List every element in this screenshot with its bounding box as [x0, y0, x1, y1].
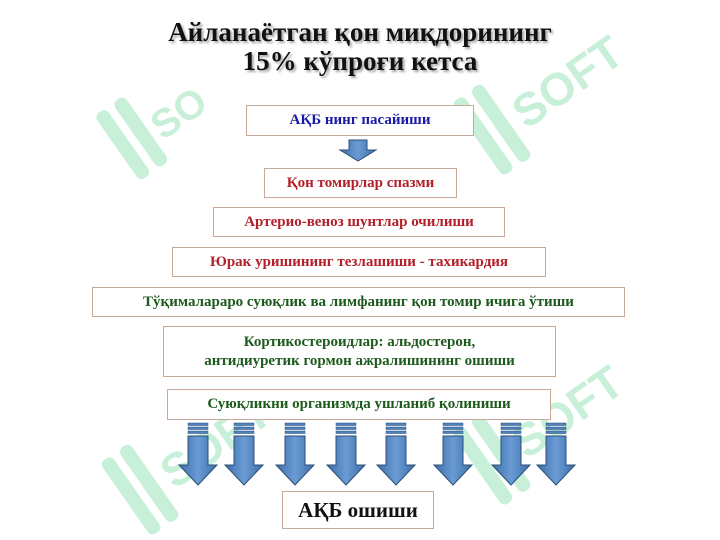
- slide-title: Айланаётган қон миқдорининг 15% кўпроғи …: [0, 18, 720, 76]
- box-hormones-line1: Кортикостероидлар: альдостерон,: [243, 333, 476, 350]
- down-arrow-icon: [177, 435, 219, 486]
- arrow-stripe: [385, 422, 407, 426]
- down-arrow-icon: [535, 435, 577, 486]
- arrow-stripe: [233, 426, 255, 430]
- arrow-stripe: [187, 426, 209, 430]
- down-arrow-icon: [274, 435, 316, 486]
- down-arrow-icon: [325, 435, 367, 486]
- box-bp-decrease: АҚБ нинг пасайиши: [246, 105, 474, 136]
- arrow-stripe: [442, 426, 464, 430]
- box-hormones-line2: антидиуретик гормон ажралишининг ошиши: [204, 352, 515, 369]
- down-arrow-icon: [375, 435, 417, 486]
- down-arrow-icon: [490, 435, 532, 486]
- arrow-stripe: [545, 426, 567, 430]
- arrow-stripe: [500, 430, 522, 434]
- arrow-stripe: [284, 430, 306, 434]
- arrow-stripe: [335, 422, 357, 426]
- box-av-shunts: Артерио-веноз шунтлар очилиши: [213, 207, 505, 237]
- arrow-stripe: [335, 430, 357, 434]
- box-fluid-shift: Тўқималараро суюқлик ва лимфанинг қон то…: [92, 287, 625, 317]
- arrow-stripe: [442, 422, 464, 426]
- box-tachycardia: Юрак уришининг тезлашиши - тахикардия: [172, 247, 546, 277]
- arrow-stripe: [500, 422, 522, 426]
- arrow-stripe: [545, 422, 567, 426]
- arrow-stripe: [335, 426, 357, 430]
- down-arrow-icon: [223, 435, 265, 486]
- arrow-stripe: [385, 430, 407, 434]
- slide-title-line1: Айланаётган қон миқдорининг: [168, 17, 552, 47]
- arrow-stripe: [442, 430, 464, 434]
- arrow-stripe: [187, 422, 209, 426]
- down-arrow-icon: [338, 139, 378, 162]
- arrow-stripe: [385, 426, 407, 430]
- arrow-stripe: [187, 430, 209, 434]
- arrow-stripe: [500, 426, 522, 430]
- arrow-stripe: [545, 430, 567, 434]
- arrow-stripe: [233, 430, 255, 434]
- arrow-stripe: [284, 422, 306, 426]
- slide-title-line2: 15% кўпроғи кетса: [242, 46, 478, 76]
- box-hormones: Кортикостероидлар: альдостерон, антидиур…: [163, 326, 556, 377]
- box-vessel-spasm: Қон томирлар спазми: [264, 168, 457, 198]
- arrow-stripe: [233, 422, 255, 426]
- box-bp-increase: АҚБ ошиши: [282, 491, 434, 529]
- down-arrow-icon: [432, 435, 474, 486]
- arrow-stripe: [284, 426, 306, 430]
- box-fluid-retention: Суюқликни организмда ушланиб қолиниши: [167, 389, 551, 420]
